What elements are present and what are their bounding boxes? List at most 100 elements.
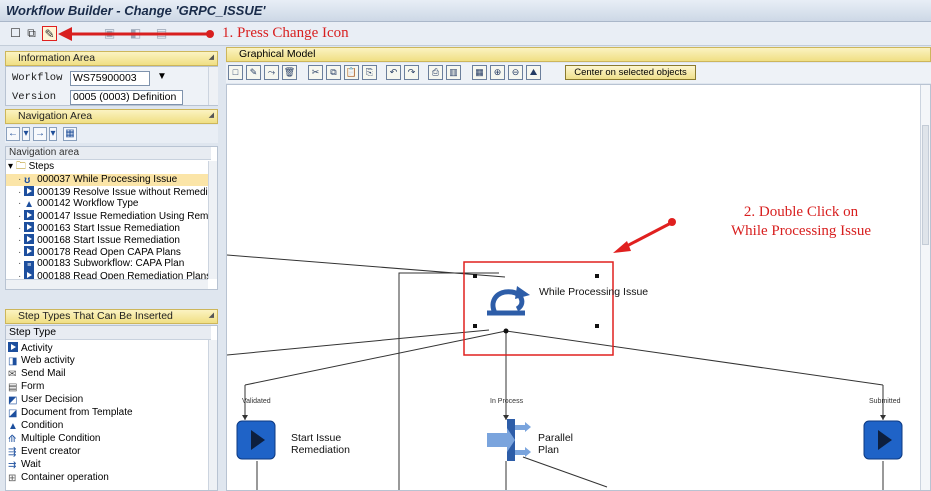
step-type-label: Multiple Condition	[21, 433, 101, 444]
activity-icon	[24, 234, 35, 244]
activity-icon	[8, 342, 18, 352]
step-type-send-mail[interactable]: ✉Send Mail	[8, 368, 65, 380]
tree-item-step[interactable]: · 000188 Read Open Remediation Plans	[18, 270, 211, 282]
tree-item-label: 000037 While Processing Issue	[37, 174, 178, 185]
information-area-title: Information Area	[18, 52, 96, 64]
annotation-arrow-2	[622, 221, 672, 250]
paste-icon[interactable]: 📋	[344, 65, 359, 80]
center-selected-button[interactable]: Center on selected objects	[565, 65, 696, 80]
step-type-document-template[interactable]: ◪Document from Template	[8, 407, 133, 419]
step-type-label: User Decision	[21, 394, 84, 405]
collapse-icon[interactable]: ▾	[8, 161, 14, 172]
print-icon[interactable]: ⎙	[428, 65, 443, 80]
step-types-scrollbar[interactable]	[208, 340, 217, 490]
new-icon[interactable]: □	[228, 65, 243, 80]
tree-item-label: 000183 Subworkflow: CAPA Plan	[37, 258, 185, 269]
parallel-icon	[487, 419, 531, 461]
paste-special-icon[interactable]: ⎘	[362, 65, 377, 80]
overview-icon[interactable]: ▦	[63, 127, 77, 141]
cut-icon[interactable]: ✂	[308, 65, 323, 80]
step-type-label: Send Mail	[21, 368, 66, 379]
step-type-container-operation[interactable]: ⊞Container operation	[8, 472, 109, 484]
corner-icon: ◢	[208, 312, 214, 319]
tree-item-step[interactable]: · 000168 Start Issue Remediation	[18, 234, 180, 246]
step-type-label: Form	[21, 381, 45, 392]
undo-icon[interactable]: ↶	[386, 65, 401, 80]
tree-item-label: 000168 Start Issue Remediation	[37, 235, 180, 246]
dropdown-icon[interactable]: ▾	[49, 127, 57, 141]
navigation-toolbar: ← ▾ → ▾ ▦	[5, 125, 218, 143]
step-type-wait[interactable]: ⇉Wait	[8, 459, 41, 471]
tree-item-label: 000147 Issue Remediation Using Remediati…	[37, 211, 211, 222]
step-type-user-decision[interactable]: ◩User Decision	[8, 394, 83, 406]
step-type-form[interactable]: ▤Form	[8, 381, 44, 393]
tree-horizontal-scrollbar[interactable]	[6, 279, 208, 289]
step-type-column-header: Step Type	[6, 326, 211, 340]
zoom-in-icon[interactable]: ⊕	[490, 65, 505, 80]
dropdown-arrow-icon[interactable]: ▼	[157, 71, 167, 82]
graphical-model-header: Graphical Model	[226, 47, 931, 62]
info-scrollbar[interactable]	[208, 67, 218, 105]
copy-icon[interactable]: ⧉	[27, 26, 36, 40]
new-document-icon[interactable]: ☐	[10, 26, 21, 40]
forward-arrow-icon[interactable]: →	[33, 127, 47, 141]
canvas-scroll-thumb[interactable]	[922, 125, 929, 245]
copy-icon[interactable]: ⧉	[326, 65, 341, 80]
window-title: Workflow Builder - Change 'GRPC_ISSUE'	[6, 3, 266, 18]
start-issue-node-label[interactable]: Start Issue Remediation	[291, 432, 350, 456]
edge-validated	[244, 330, 507, 386]
step-type-label: Wait	[21, 459, 41, 470]
annotation-arrow-1	[58, 27, 214, 41]
step-type-label: Document from Template	[21, 407, 133, 418]
information-area-header[interactable]: Information Area ◢	[5, 51, 218, 66]
tree-item-step[interactable]: · ≡000183 Subworkflow: CAPA Plan	[18, 258, 185, 270]
tree-item-step[interactable]: · 000178 Read Open CAPA Plans	[18, 246, 181, 258]
edge-label-in-process: In Process	[490, 398, 524, 405]
parallel-node-label[interactable]: Parallel Plan	[538, 432, 574, 456]
window-titlebar: Workflow Builder - Change 'GRPC_ISSUE'	[0, 0, 931, 22]
tree-item-step[interactable]: · 000147 Issue Remediation Using Remedia…	[6, 210, 211, 222]
change-icon[interactable]: ✎	[42, 26, 57, 41]
step-type-condition[interactable]: ▲Condition	[8, 420, 63, 432]
folder-icon: 🗀	[15, 161, 26, 172]
subworkflow-icon: ≡	[24, 261, 35, 270]
edge-label-validated: Validated	[242, 398, 271, 405]
user-decision-icon: ◩	[8, 395, 18, 406]
back-arrow-icon[interactable]: ←	[6, 127, 20, 141]
overview-icon[interactable]: ⛰	[526, 65, 541, 80]
workflow-field[interactable]: WS75900003	[70, 71, 150, 86]
tree-root-steps[interactable]: ▾ 🗀 Steps	[8, 161, 213, 173]
event-creator-icon: ⇶	[8, 447, 17, 458]
annotation-step2-line1: 2. Double Click on	[743, 204, 859, 220]
dropdown-icon[interactable]: ▾	[22, 127, 30, 141]
web-activity-icon: ◨	[8, 356, 18, 367]
navigation-area-header[interactable]: Navigation Area ◢	[5, 109, 218, 124]
step-type-event-creator[interactable]: ⇶Event creator	[8, 446, 80, 458]
step-type-web-activity[interactable]: ◨Web activity	[8, 355, 75, 367]
step-type-multiple-condition[interactable]: ⟰Multiple Condition	[8, 433, 101, 445]
tree-item-step[interactable]: · 000163 Start Issue Remediation	[18, 222, 180, 234]
grid-icon[interactable]: ▦	[472, 65, 487, 80]
layout-icon[interactable]: ▥	[446, 65, 461, 80]
while-node-label[interactable]: While Processing Issue	[539, 286, 649, 298]
zoom-out-icon[interactable]: ⊖	[508, 65, 523, 80]
redo-icon[interactable]: ↷	[404, 65, 419, 80]
version-select[interactable]: 0005 (0003) Definition	[70, 90, 183, 105]
workflow-graph	[227, 218, 903, 490]
tree-item-step[interactable]: · ▲000142 Workflow Type	[18, 198, 139, 210]
edit-icon[interactable]: ✎	[246, 65, 261, 80]
step-type-activity[interactable]: Activity	[8, 342, 53, 354]
canvas-vertical-scrollbar[interactable]	[920, 85, 930, 490]
annotation-step2: 2. Double Click on While Processing Issu…	[679, 203, 923, 241]
step-types-header[interactable]: Step Types That Can Be Inserted ◢	[5, 309, 218, 324]
corner-icon: ◢	[208, 54, 214, 61]
connect-icon[interactable]: ⤳	[264, 65, 279, 80]
tree-vertical-scrollbar[interactable]	[208, 161, 217, 279]
document-icon: ◪	[8, 408, 18, 419]
edge-label-submitted: Submitted	[869, 398, 901, 405]
tree-item-step[interactable]: · 000139 Resolve Issue without Remediati…	[6, 186, 211, 198]
delete-icon[interactable]: 🗑	[282, 65, 297, 80]
annotation-step1: 1. Press Change Icon	[222, 25, 349, 41]
